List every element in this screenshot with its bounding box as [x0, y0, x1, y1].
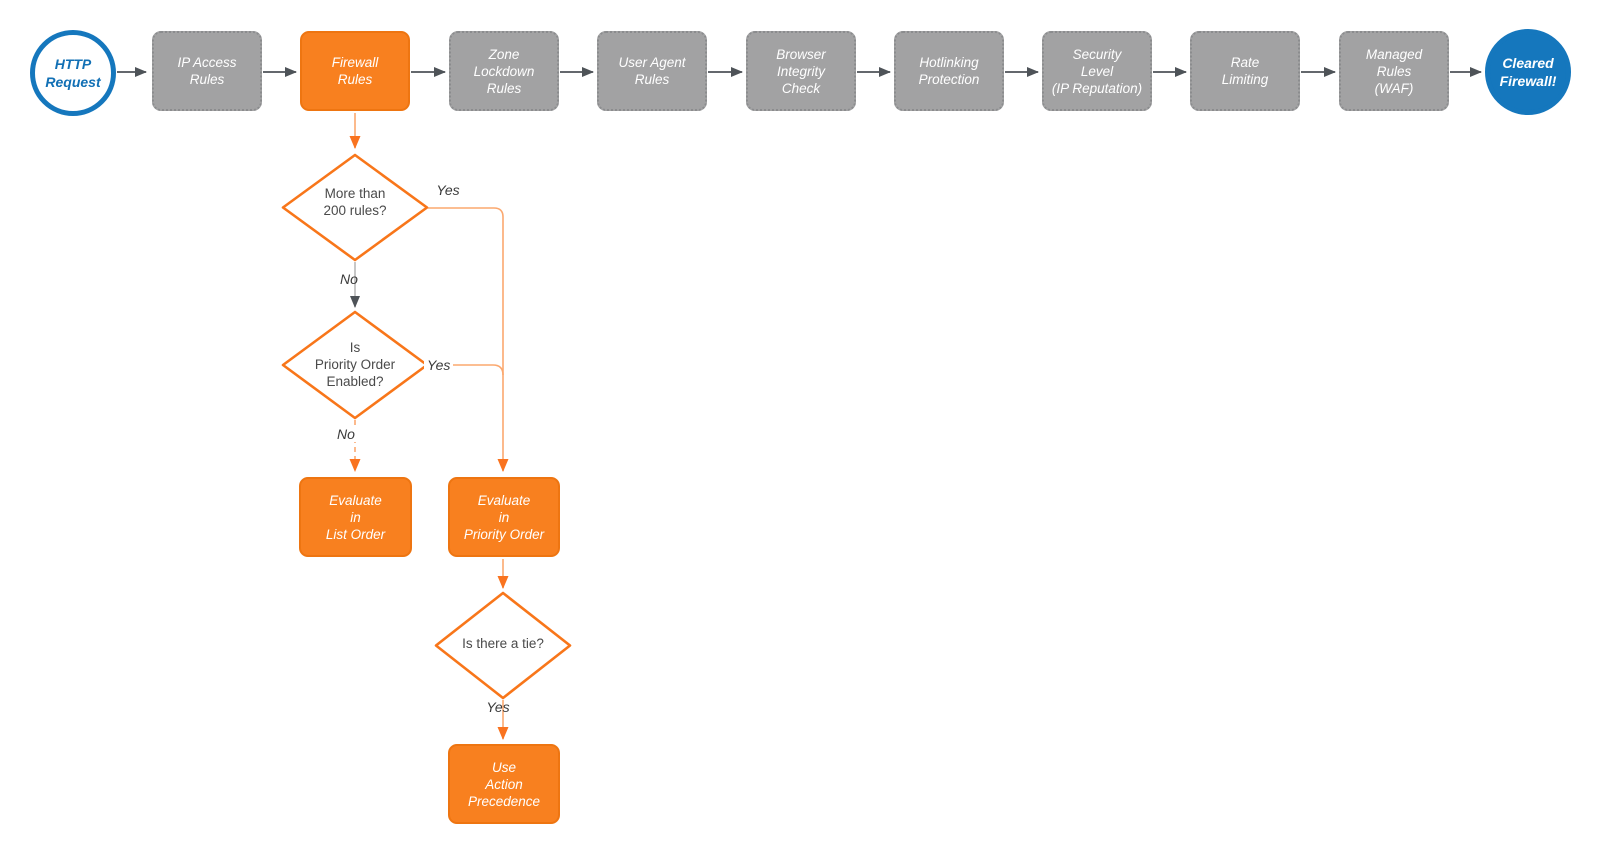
edge-label-no-priority-order: No	[334, 426, 358, 442]
end-node-cleared-firewall: Cleared Firewall!	[1485, 29, 1571, 115]
start-node-http-request: HTTP Request	[30, 30, 116, 116]
stage-rate-limiting: Rate Limiting	[1190, 31, 1300, 111]
stage-browser-integrity-check: Browser Integrity Check	[746, 31, 856, 111]
stage-hotlinking-protection: Hotlinking Protection	[894, 31, 1004, 111]
decision-is-there-a-tie-label: Is there a tie?	[462, 636, 544, 651]
action-use-action-precedence: Use Action Precedence	[448, 744, 560, 824]
edge-decision-200-yes	[428, 207, 509, 472]
edge-label-yes-200-rules: Yes	[436, 182, 460, 198]
stage-firewall-rules: Firewall Rules	[300, 31, 410, 111]
action-evaluate-in-list-order: Evaluate in List Order	[299, 477, 412, 557]
decision-more-than-200-rules-shape	[281, 153, 429, 262]
stage-user-agent-rules: User Agent Rules	[597, 31, 707, 111]
decision-priority-order-enabled-label: Is Priority Order Enabled?	[314, 340, 396, 389]
stage-zone-lockdown-rules: Zone Lockdown Rules	[449, 31, 559, 111]
edge-label-no-200-rules: No	[340, 271, 358, 287]
decision-is-there-a-tie-shape	[434, 591, 572, 700]
action-evaluate-in-priority-order: Evaluate in Priority Order	[448, 477, 560, 557]
stage-managed-rules-waf: Managed Rules (WAF)	[1339, 31, 1449, 111]
decision-priority-order-enabled-shape	[281, 310, 429, 420]
edge-label-yes-priority-order: Yes	[424, 357, 454, 373]
stage-ip-access-rules: IP Access Rules	[152, 31, 262, 111]
edge-decision-priority-yes	[428, 364, 504, 376]
stage-security-level: Security Level (IP Reputation)	[1042, 31, 1152, 111]
decision-more-than-200-rules-label: More than 200 rules?	[323, 186, 387, 218]
edge-label-yes-tie: Yes	[486, 699, 510, 715]
